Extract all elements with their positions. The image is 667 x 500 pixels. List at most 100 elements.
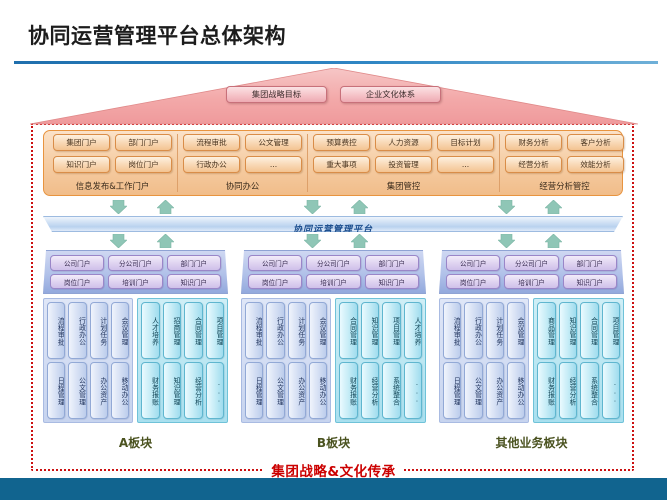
- portal-item[interactable]: 集团门户: [53, 134, 110, 151]
- module-item[interactable]: 办公资产: [89, 362, 108, 419]
- portal-item[interactable]: 预算费控: [313, 134, 370, 151]
- module-item[interactable]: 合同管理: [184, 302, 203, 359]
- module-item[interactable]: 项目管理: [382, 302, 401, 359]
- block-other-business-panel: 商品管理 知识管理 合同管理 项目管理 财务报账 经营分析 系统整合 ...: [533, 298, 624, 423]
- module-item[interactable]: 公文管理: [464, 362, 483, 419]
- module-grid: 合同管理 知识管理 项目管理 人才培养 财务报账 经营分析 系统整合 ...: [339, 302, 422, 419]
- roof-box-strategy[interactable]: 集团战略目标: [226, 86, 327, 103]
- module-item[interactable]: 日程管理: [47, 362, 66, 419]
- block-portal-item[interactable]: 部门门户: [167, 255, 221, 271]
- portal-item[interactable]: 重大事项: [313, 156, 370, 173]
- module-item[interactable]: 财务报账: [141, 362, 160, 419]
- portal-item[interactable]: 流程审批: [183, 134, 240, 151]
- module-item[interactable]: 计划任务: [485, 302, 504, 359]
- module-item[interactable]: 会议管理: [506, 302, 525, 359]
- module-item[interactable]: 系统整合: [382, 362, 401, 419]
- roof-box-culture[interactable]: 企业文化体系: [340, 86, 441, 103]
- block-portal-item[interactable]: 部门门户: [563, 255, 617, 271]
- module-item[interactable]: 合同管理: [580, 302, 599, 359]
- module-item[interactable]: 知识管理: [558, 302, 577, 359]
- module-item[interactable]: 日程管理: [245, 362, 264, 419]
- module-item[interactable]: 计划任务: [89, 302, 108, 359]
- block-portal-item[interactable]: 分公司门户: [108, 255, 162, 271]
- block-a-caption: A板块: [118, 436, 153, 450]
- block-portal-item[interactable]: 知识门户: [563, 274, 617, 290]
- block-portal-item[interactable]: 部门门户: [365, 255, 419, 271]
- arrow-down-icon: [304, 234, 321, 248]
- module-item[interactable]: 经营分析: [558, 362, 577, 419]
- page-title: 协同运营管理平台总体架构: [28, 24, 286, 48]
- block-portal-item[interactable]: 分公司门户: [504, 255, 558, 271]
- module-item[interactable]: 办公资产: [287, 362, 306, 419]
- portal-item[interactable]: 知识门户: [53, 156, 110, 173]
- module-item[interactable]: 财务报账: [537, 362, 556, 419]
- portal-item[interactable]: 目标计划: [437, 134, 494, 151]
- module-item[interactable]: 项目管理: [601, 302, 620, 359]
- module-item[interactable]: 日程管理: [443, 362, 462, 419]
- module-item[interactable]: 办公资产: [485, 362, 504, 419]
- block-portal-item[interactable]: 岗位门户: [50, 274, 104, 290]
- module-item[interactable]: 经营分析: [184, 362, 203, 419]
- block-portal-item[interactable]: 岗位门户: [248, 274, 302, 290]
- portal-item[interactable]: 行政办公: [183, 156, 240, 173]
- module-item[interactable]: ...: [205, 362, 224, 419]
- module-item[interactable]: 行政办公: [266, 302, 285, 359]
- module-item[interactable]: ...: [601, 362, 620, 419]
- portal-item[interactable]: 财务分析: [505, 134, 562, 151]
- module-item[interactable]: 计划任务: [287, 302, 306, 359]
- module-item[interactable]: 移动办公: [308, 362, 327, 419]
- portal-group-analysis: 财务分析 经营分析 客户分析 效能分析 经营分析管控: [499, 134, 629, 192]
- module-item[interactable]: 合同管理: [339, 302, 358, 359]
- portal-item[interactable]: ...: [437, 156, 494, 173]
- block-portal-item[interactable]: 公司门户: [446, 255, 500, 271]
- module-item[interactable]: 公文管理: [266, 362, 285, 419]
- portal-item[interactable]: 投资管理: [375, 156, 432, 173]
- block-portal-item[interactable]: 公司门户: [50, 255, 104, 271]
- module-item[interactable]: 项目管理: [205, 302, 224, 359]
- arrow-up-icon: [157, 234, 174, 248]
- module-item[interactable]: 人才培养: [403, 302, 422, 359]
- module-item[interactable]: 知识管理: [360, 302, 379, 359]
- module-item[interactable]: 流程审批: [443, 302, 462, 359]
- module-item[interactable]: 知识管理: [162, 362, 181, 419]
- block-other-office-panel: 流程审批 行政办公 计划任务 会议管理 日程管理 公文管理 办公资产 移动办公: [439, 298, 529, 423]
- block-portal-item[interactable]: 培训门户: [504, 274, 558, 290]
- block-portal-item[interactable]: 知识门户: [365, 274, 419, 290]
- portal-item[interactable]: 效能分析: [567, 156, 624, 173]
- portal-item[interactable]: 岗位门户: [115, 156, 172, 173]
- module-item[interactable]: 会议管理: [308, 302, 327, 359]
- module-item[interactable]: 财务报账: [339, 362, 358, 419]
- module-item[interactable]: ...: [403, 362, 422, 419]
- module-grid: 商品管理 知识管理 合同管理 项目管理 财务报账 经营分析 系统整合 ...: [537, 302, 620, 419]
- module-item[interactable]: 移动办公: [110, 362, 129, 419]
- module-item[interactable]: 招商管理: [162, 302, 181, 359]
- portal-item[interactable]: 客户分析: [567, 134, 624, 151]
- block-portal-item[interactable]: 知识门户: [167, 274, 221, 290]
- block-portal-item[interactable]: 岗位门户: [446, 274, 500, 290]
- module-item[interactable]: 会议管理: [110, 302, 129, 359]
- module-item[interactable]: 移动办公: [506, 362, 525, 419]
- module-item[interactable]: 流程审批: [245, 302, 264, 359]
- portal-group-analysis-grid: 财务分析 经营分析 客户分析 效能分析: [505, 134, 624, 174]
- module-item[interactable]: 商品管理: [537, 302, 556, 359]
- module-item[interactable]: 行政办公: [68, 302, 87, 359]
- portal-item[interactable]: 经营分析: [505, 156, 562, 173]
- portal-item[interactable]: 人力资源: [375, 134, 432, 151]
- portal-item[interactable]: ...: [245, 156, 302, 173]
- portal-group-caption: 信息发布&工作门户: [75, 181, 150, 191]
- block-portal-item[interactable]: 公司门户: [248, 255, 302, 271]
- module-item[interactable]: 行政办公: [464, 302, 483, 359]
- portal-group-info: 集团门户 知识门户 部门门户 岗位门户 信息发布&工作门户: [48, 134, 177, 192]
- module-item[interactable]: 流程审批: [47, 302, 66, 359]
- portal-item[interactable]: 部门门户: [115, 134, 172, 151]
- platform-band: 协同运营管理平台: [43, 216, 623, 232]
- block-portal-item[interactable]: 分公司门户: [306, 255, 360, 271]
- module-item[interactable]: 公文管理: [68, 362, 87, 419]
- block-portal-item[interactable]: 培训门户: [108, 274, 162, 290]
- module-item[interactable]: 经营分析: [360, 362, 379, 419]
- block-portal-item[interactable]: 培训门户: [306, 274, 360, 290]
- arrow-up-icon: [351, 234, 368, 248]
- module-item[interactable]: 系统整合: [580, 362, 599, 419]
- portal-item[interactable]: 公文管理: [245, 134, 302, 151]
- module-item[interactable]: 人才培养: [141, 302, 160, 359]
